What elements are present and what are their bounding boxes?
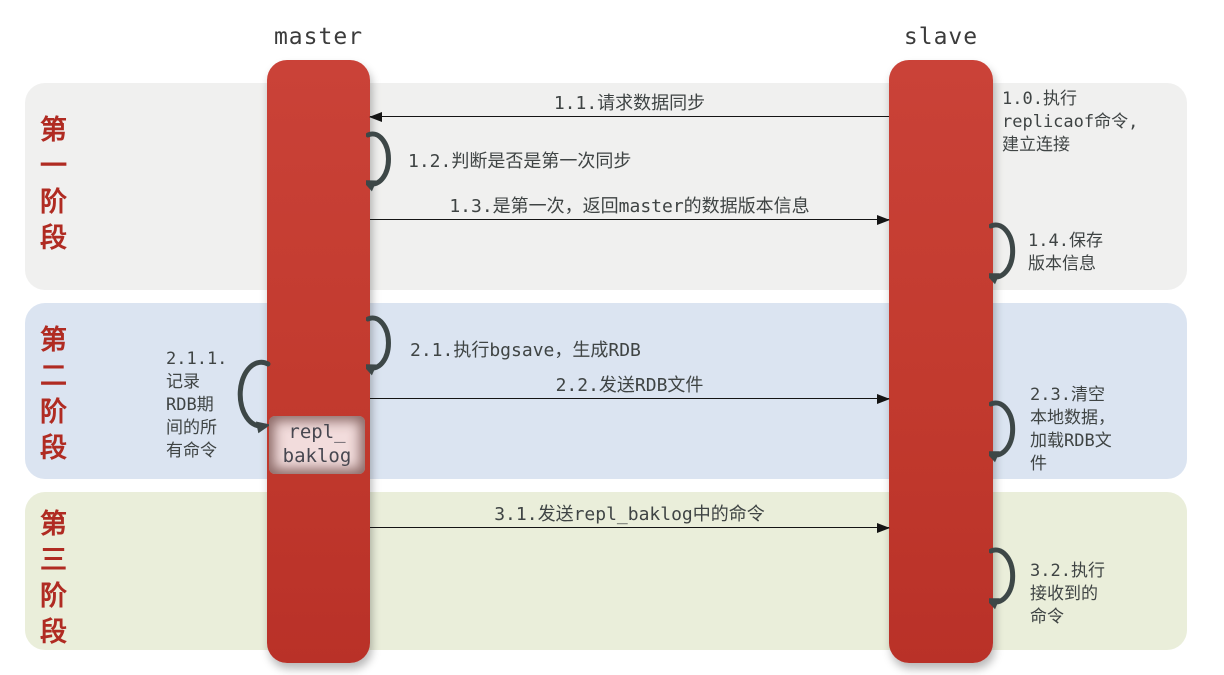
note-1-0: 1.0.执行 replicaof命令, 建立连接	[1002, 89, 1139, 155]
note-3-2: 3.2.执行 接收到的 命令	[1030, 561, 1105, 627]
arrowhead-right-icon	[877, 523, 890, 533]
message-arrow-3-1: 3.1.发送repl_baklog中的命令	[370, 500, 890, 533]
phase-label-3: 第三阶段	[40, 509, 67, 647]
message-arrow-1-3: 1.3.是第一次，返回master的数据版本信息	[370, 192, 890, 225]
self-loop-icon-2-3	[989, 400, 1016, 463]
message-label-3-1: 3.1.发送repl_baklog中的命令	[494, 504, 765, 525]
master-title: master	[273, 24, 364, 50]
message-label-2-2: 2.2.发送RDB文件	[555, 375, 704, 396]
message-label-1-3: 1.3.是第一次，返回master的数据版本信息	[449, 196, 810, 217]
self-loop-icon-2-1-1	[237, 359, 271, 434]
phase-band-1	[25, 83, 1187, 290]
self-loop-icon-3-2	[989, 547, 1016, 610]
arrowhead-right-icon	[877, 394, 890, 404]
phase-label-1: 第一阶段	[40, 115, 67, 253]
phase-band-3	[25, 492, 1187, 650]
loop-label-1-2: 1.2.判断是否是第一次同步	[408, 151, 632, 172]
phase-label-2: 第二阶段	[40, 325, 67, 463]
arrowhead-left-icon	[369, 112, 382, 122]
loop-label-2-1: 2.1.执行bgsave，生成RDB	[410, 340, 641, 361]
phase-band-2	[25, 303, 1187, 479]
note-2-1-1: 2.1.1. 记录 RDB期 间的所 有命令	[166, 349, 228, 461]
self-loop-icon-1-4	[989, 222, 1016, 285]
self-loop-icon-1-2	[366, 131, 391, 192]
message-label-1-1: 1.1.请求数据同步	[553, 93, 706, 114]
message-arrow-1-1: 1.1.请求数据同步	[369, 89, 889, 122]
arrowhead-right-icon	[877, 215, 890, 225]
repl-baklog-box: repl_ baklog	[269, 416, 365, 474]
self-loop-icon-2-1	[366, 315, 391, 376]
master-lifeline-bar	[267, 60, 370, 663]
note-1-4: 1.4.保存 版本信息	[1028, 231, 1103, 274]
note-2-3: 2.3.清空 本地数据， 加载RDB文 件	[1030, 385, 1115, 474]
slave-lifeline-bar	[889, 60, 993, 663]
message-arrow-2-2: 2.2.发送RDB文件	[370, 371, 890, 404]
slave-title: slave	[903, 24, 979, 50]
